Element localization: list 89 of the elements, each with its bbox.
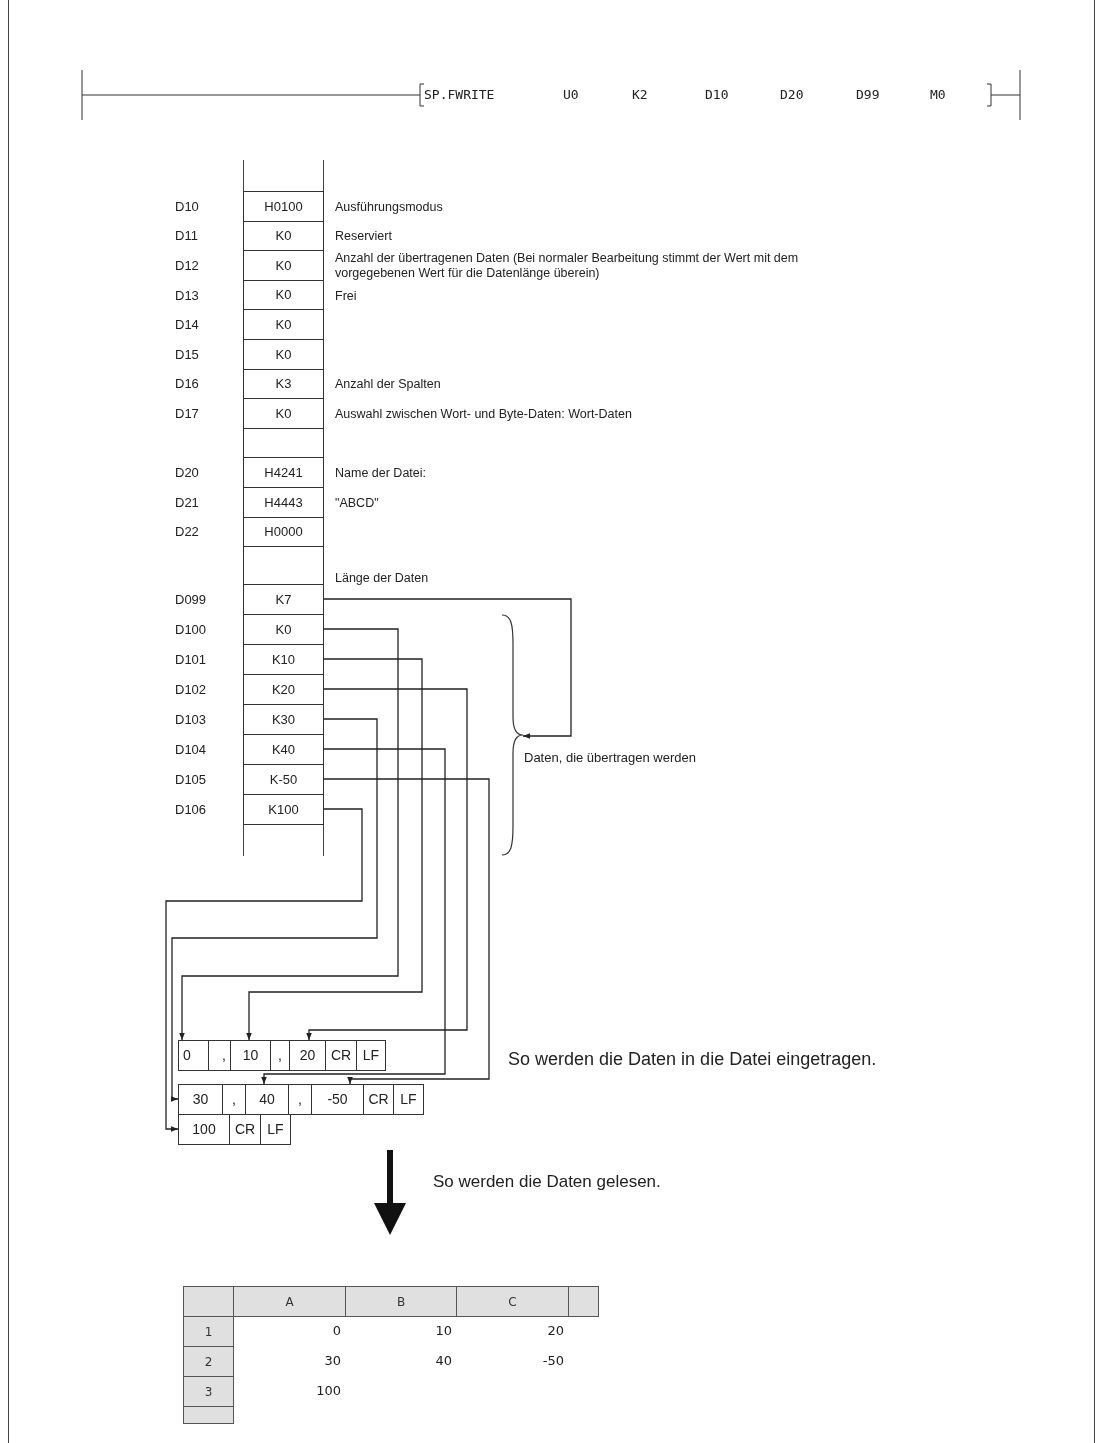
instruction-operand: K2	[632, 86, 648, 104]
register-name: D12	[175, 258, 199, 274]
cell-value: 20	[546, 1323, 565, 1339]
register-cell: K0	[243, 614, 324, 645]
register-name: D103	[175, 712, 207, 728]
register-name: D17	[175, 406, 199, 422]
register-name: D20	[175, 465, 199, 482]
file-cell: LF	[393, 1084, 424, 1115]
column-header: A	[233, 1286, 346, 1317]
register-name: D101	[175, 652, 207, 668]
cell-value: 10	[434, 1323, 453, 1339]
file-cell: CR	[363, 1084, 394, 1115]
file-cell: CR	[325, 1040, 357, 1071]
cell-value: 40	[434, 1353, 453, 1369]
register-cell: K100	[243, 794, 324, 825]
register-name: D22	[175, 524, 199, 541]
brace-caption: Daten, die übertragen werden	[524, 749, 696, 767]
file-cell: 10	[230, 1040, 271, 1071]
instruction-operand: M0	[930, 86, 946, 104]
file-cell: 20	[289, 1040, 326, 1071]
connector-arrow	[165, 808, 363, 1132]
file-cell: ,	[208, 1040, 231, 1071]
connector-arrow	[246, 658, 423, 1041]
instruction-name: SP.FWRITE	[424, 86, 495, 104]
instruction-operand: U0	[563, 86, 579, 104]
column-header: C	[456, 1286, 569, 1317]
register-description: Reserviert	[335, 228, 393, 244]
register-name: D102	[175, 682, 207, 698]
register-name: D099	[175, 592, 207, 608]
register-name: D13	[175, 287, 199, 304]
instruction-operand: D10	[705, 86, 729, 104]
file-cell: -50	[311, 1084, 364, 1115]
register-name: D14	[175, 317, 199, 334]
cell-value: 100	[315, 1383, 342, 1399]
row-header: 1	[183, 1316, 234, 1347]
register-name: D15	[175, 346, 199, 363]
register-description: Auswahl zwischen Wort- und Byte-Daten: Wort-Daten	[335, 406, 633, 422]
row-header: 3	[183, 1376, 234, 1407]
register-description: Name der Datei:	[335, 465, 427, 481]
register-cell: K40	[243, 734, 324, 765]
register-cell: H0100	[243, 191, 324, 222]
register-name: D106	[175, 802, 207, 818]
file-cell: LF	[356, 1040, 386, 1071]
register-name: D16	[175, 376, 199, 393]
cell-value: 0	[331, 1323, 342, 1339]
instruction-operand: D20	[780, 86, 804, 104]
row-header: 2	[183, 1346, 234, 1377]
register-description: Ausführungsmodus	[335, 199, 444, 215]
curly-brace	[501, 614, 523, 856]
column-header: B	[345, 1286, 457, 1317]
register-description: "ABCD"	[335, 495, 380, 511]
register-name: D104	[175, 742, 207, 758]
register-cell	[243, 546, 324, 585]
register-cell: K0	[243, 250, 324, 281]
register-cell: K0	[243, 398, 324, 429]
register-name: D21	[175, 494, 199, 511]
register-cell: K20	[243, 674, 324, 705]
cell-value: 30	[323, 1353, 342, 1369]
register-cell: K0	[243, 309, 324, 340]
connector-arrow	[171, 718, 378, 1102]
connector-arrow	[322, 778, 490, 1085]
file-cell: 0	[178, 1040, 209, 1071]
register-name: D105	[175, 772, 207, 788]
register-cell: K10	[243, 644, 324, 675]
register-cell: K7	[243, 584, 324, 615]
register-description: Anzahl der Spalten	[335, 376, 442, 392]
file-cell: ,	[288, 1084, 312, 1115]
connector-arrow	[261, 748, 446, 1085]
cell-value: -50	[541, 1353, 565, 1369]
file-cell: 100	[178, 1114, 230, 1145]
register-cell: K0	[243, 339, 324, 370]
register-name: D10	[175, 198, 199, 215]
register-name: D100	[175, 622, 207, 638]
note-text: So werden die Daten gelesen.	[433, 1171, 661, 1193]
register-cell: K30	[243, 704, 324, 735]
connector-arrow	[322, 598, 572, 739]
register-description: Anzahl der übertragenen Daten (Bei normaler Bearbeitung stimmt der Wert mit dem vorgegebenen Wert für die Datenlänge überein)	[335, 251, 800, 281]
register-description: Frei	[335, 288, 358, 304]
note-text: So werden die Daten in die Datei eingetragen.	[508, 1048, 877, 1071]
connector-arrow	[306, 688, 468, 1041]
register-cell: H4241	[243, 457, 324, 488]
register-cell: K-50	[243, 764, 324, 795]
file-cell: LF	[260, 1114, 291, 1145]
file-cell: ,	[270, 1040, 290, 1071]
connector-arrow	[179, 628, 399, 1041]
instruction-operand: D99	[856, 86, 880, 104]
register-description: Länge der Daten	[335, 570, 430, 586]
register-cell: H4443	[243, 487, 324, 518]
register-name: D11	[175, 228, 198, 245]
